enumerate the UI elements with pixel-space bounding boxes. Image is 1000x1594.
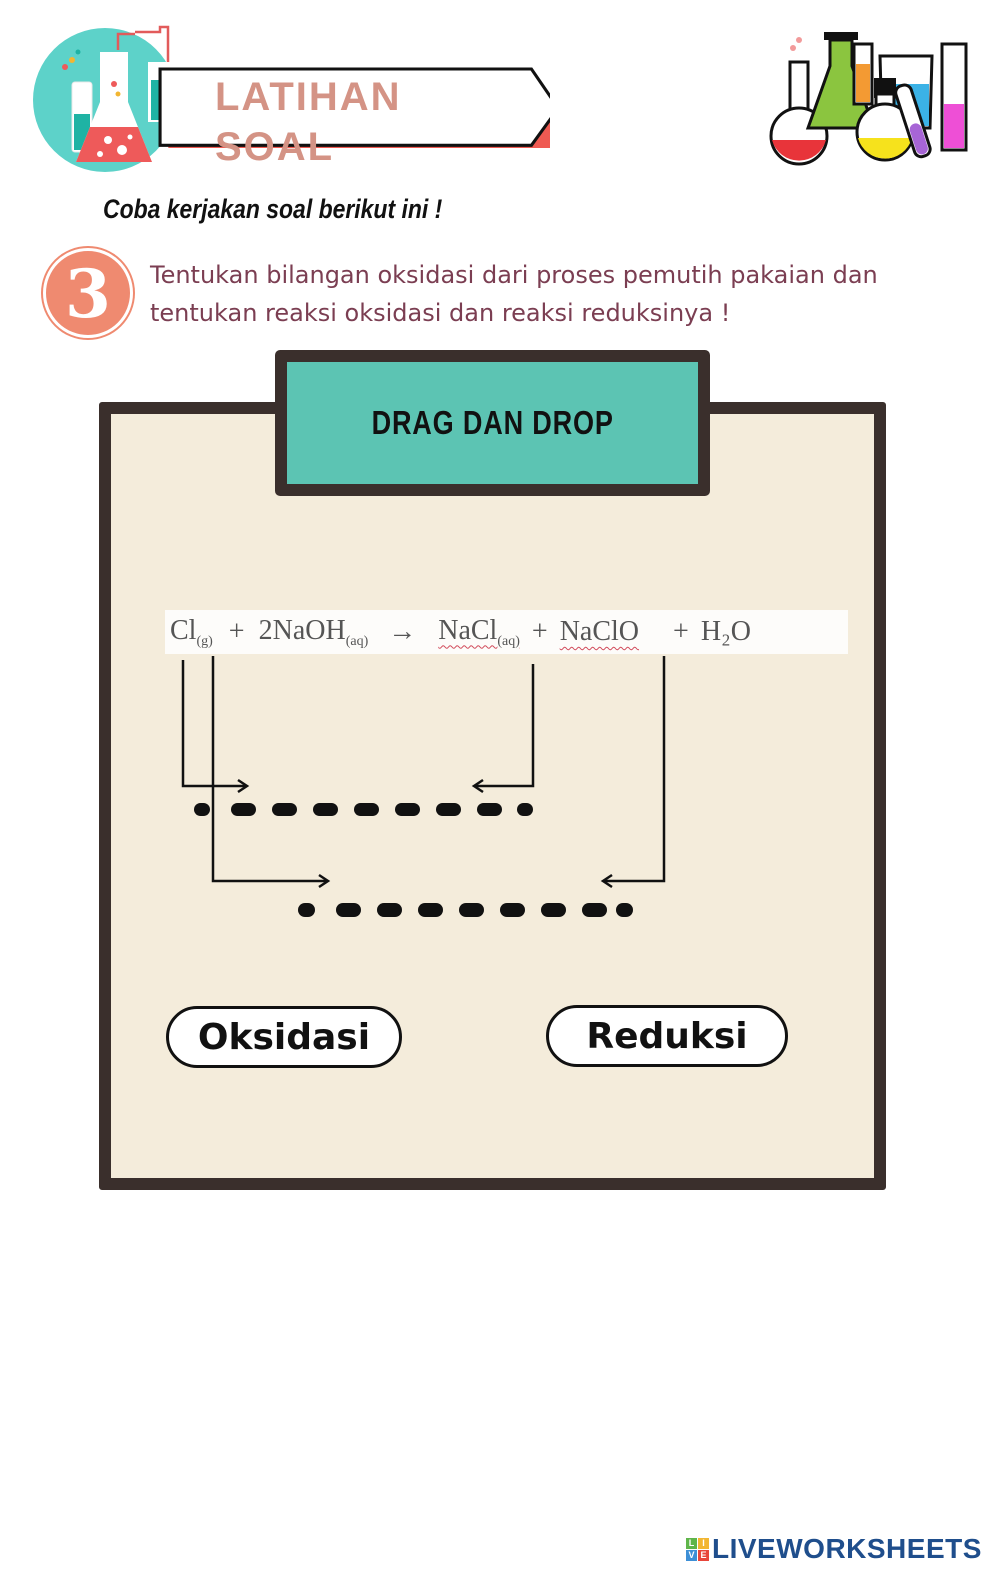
title-banner (158, 67, 550, 148)
logo-icon: L I V E (686, 1537, 709, 1561)
eq-reactant-naoh: 2NaOH(aq) (258, 614, 369, 649)
instruction-text: Coba kerjakan soal berikut ini ! (103, 194, 443, 224)
liveworksheets-logo[interactable]: L I V E LIVEWORKSHEETS (686, 1533, 982, 1565)
brand-name: LIVEWORKSHEETS (712, 1533, 982, 1564)
eq-plus: + (673, 616, 689, 647)
eq-product-nacl: NaCl(aq) (438, 614, 520, 649)
draggable-option-reduksi[interactable]: Reduksi (546, 1005, 788, 1067)
lab-glassware-illustration-icon (769, 32, 968, 166)
question-line-2: tentukan reaksi oksidasi dan reaksi redu… (150, 299, 731, 327)
drop-zone-upper[interactable] (190, 796, 538, 824)
draggable-option-oksidasi[interactable]: Oksidasi (166, 1006, 402, 1068)
page-title: LATIHAN SOAL (215, 75, 402, 169)
eq-product-h2o: H₂O (700, 616, 752, 647)
chemical-equation: Cl(g) + 2NaOH(aq) → NaCl(aq) + NaClO + H… (165, 610, 848, 654)
activity-tab-header: DRAG DAN DROP (275, 350, 710, 496)
question-number-badge: 3 (43, 248, 133, 338)
activity-tab-label: DRAG DAN DROP (371, 404, 614, 441)
eq-plus: + (531, 616, 548, 647)
question-text: Tentukan bilangan oksidasi dari proses p… (150, 256, 950, 332)
eq-plus: + (228, 616, 245, 647)
eq-reactant-cl2: Cl(g) (170, 614, 213, 649)
drop-zone-lower[interactable] (294, 896, 638, 924)
question-line-1: Tentukan bilangan oksidasi dari proses p… (150, 261, 878, 289)
eq-product-naclo: NaClO (559, 616, 640, 647)
eq-arrow-icon: → (388, 616, 417, 647)
